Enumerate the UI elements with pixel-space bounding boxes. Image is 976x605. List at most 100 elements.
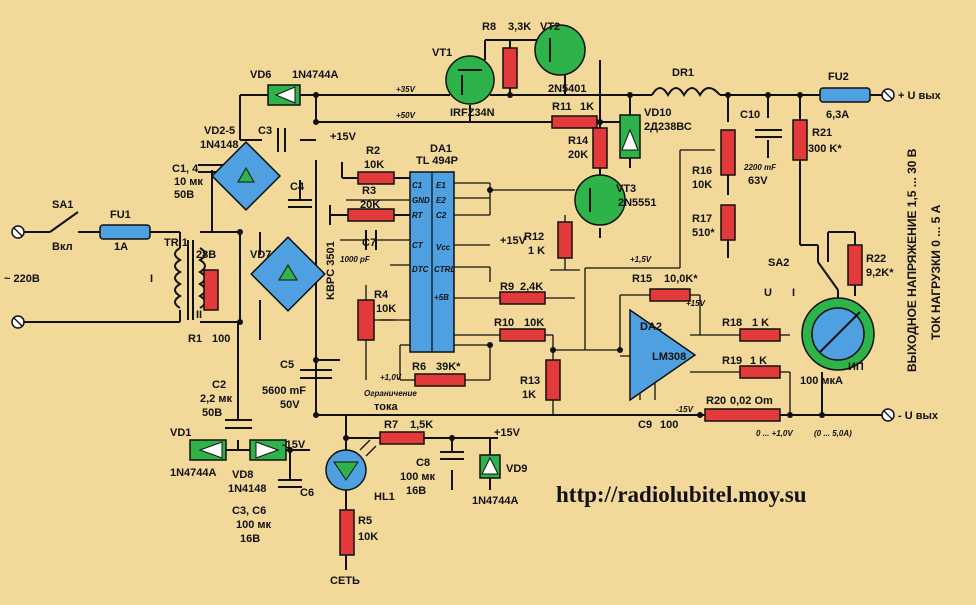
r8 bbox=[502, 47, 518, 89]
label-r3-val: 20K bbox=[360, 199, 380, 211]
pin-5v: +5В bbox=[434, 293, 449, 302]
label-sa1: SA1 bbox=[52, 199, 73, 211]
label-r9-val: 2,4K bbox=[520, 281, 543, 293]
r1 bbox=[203, 269, 219, 311]
label-p15v-b: +15V bbox=[330, 131, 357, 143]
label-c2-val1: 2,2 мк bbox=[200, 393, 232, 405]
label-28v: 28В bbox=[196, 249, 216, 261]
label-vd7: VD7 bbox=[250, 249, 271, 261]
label-vd25: VD2-5 bbox=[204, 125, 235, 137]
r12 bbox=[557, 221, 573, 259]
pin-e2: E2 bbox=[436, 196, 446, 205]
pin-vcc: Vcc bbox=[436, 243, 451, 252]
label-dr1: DR1 bbox=[672, 67, 694, 79]
label-c10: C10 bbox=[740, 109, 760, 121]
label-hl1: HL1 bbox=[374, 491, 395, 503]
label-r16-val: 10K bbox=[692, 179, 712, 191]
label-c36-val2: 16В bbox=[240, 533, 260, 545]
label-da2-val: LM308 bbox=[652, 351, 686, 363]
label-c6: C6 bbox=[300, 487, 314, 499]
label-vd9: VD9 bbox=[506, 463, 527, 475]
label-vd1: VD1 bbox=[170, 427, 191, 439]
label-range1: 0 ... +1,0V bbox=[756, 429, 793, 438]
label-ip-val: 100 мкА bbox=[800, 375, 843, 387]
label-vt1: VT1 bbox=[432, 47, 452, 59]
label-r15: R15 bbox=[632, 273, 652, 285]
label-r22: R22 bbox=[866, 253, 886, 265]
label-c14: C1, 4 bbox=[172, 163, 199, 175]
r14 bbox=[592, 127, 608, 169]
pin-dtc: DTC bbox=[412, 265, 429, 274]
label-c36: C3, C6 bbox=[232, 505, 266, 517]
meter-ip bbox=[801, 297, 875, 371]
label-r5-val: 10K bbox=[358, 531, 378, 543]
pin-gnd: GND bbox=[412, 196, 430, 205]
ic-da2 bbox=[629, 308, 697, 402]
label-set: СЕТЬ bbox=[330, 575, 360, 587]
r18 bbox=[739, 328, 781, 342]
r7 bbox=[379, 431, 425, 445]
label-da1: DA1 bbox=[430, 143, 452, 155]
bridge-vd2-5 bbox=[210, 140, 282, 212]
bridge-vd7 bbox=[250, 236, 326, 312]
label-r4: R4 bbox=[374, 289, 389, 301]
label-r13-val: 1K bbox=[522, 389, 536, 401]
label-sa2-u: U bbox=[764, 287, 772, 299]
label-kbpc: KBPC 3501 bbox=[325, 241, 337, 300]
label-c7-val: 1000 pF bbox=[340, 255, 371, 264]
label-r17-val: 510* bbox=[692, 227, 715, 239]
label-r9: R9 bbox=[500, 281, 514, 293]
label-r6-val: 39K* bbox=[436, 361, 461, 373]
label-r19: R19 bbox=[722, 355, 742, 367]
pin-ct: CT bbox=[412, 241, 424, 250]
r22 bbox=[847, 244, 863, 286]
pin-ctrl: CTRL bbox=[434, 265, 455, 274]
label-tr-ii: II bbox=[196, 309, 202, 321]
label-r13: R13 bbox=[520, 375, 540, 387]
labels: SA1 Вкл FU1 1A TR 1 ~ 220В 28В I II R1 1… bbox=[4, 21, 943, 587]
label-m15v-b: -15V bbox=[676, 405, 694, 414]
fuse-fu2 bbox=[819, 87, 871, 103]
label-r1: R1 bbox=[188, 333, 202, 345]
pin-rt: RT bbox=[412, 211, 424, 220]
label-side2: ТОК НАГРУЗКИ 0 ... 5 А bbox=[929, 204, 943, 340]
vt3 bbox=[574, 174, 626, 226]
diodes bbox=[189, 84, 641, 479]
r17 bbox=[720, 204, 736, 241]
label-vd6-val: 1N4744A bbox=[292, 69, 339, 81]
label-vd1-val: 1N4744A bbox=[170, 467, 217, 479]
label-c3: C3 bbox=[258, 125, 272, 137]
label-c7: C7 bbox=[362, 237, 376, 249]
label-da2: DA2 bbox=[640, 321, 662, 333]
label-c14-val2: 50В bbox=[174, 189, 194, 201]
label-r11-val: 1K bbox=[580, 101, 594, 113]
label-p15v-e: +15V bbox=[686, 299, 706, 308]
label-c5-val1: 5600 mF bbox=[262, 385, 306, 397]
r13 bbox=[545, 359, 561, 401]
r5 bbox=[339, 509, 355, 556]
label-p10v: +1,0V bbox=[380, 373, 402, 382]
led-hl1 bbox=[325, 439, 377, 491]
label-r15-val: 10,0K* bbox=[664, 273, 698, 285]
label-p35v: +35V bbox=[396, 85, 416, 94]
pin-e1: E1 bbox=[436, 181, 446, 190]
label-c2-val2: 50В bbox=[202, 407, 222, 419]
label-range2: (0 ... 5,0A) bbox=[814, 429, 852, 438]
pin-c1: C1 bbox=[412, 181, 423, 190]
label-r11: R11 bbox=[552, 101, 572, 113]
label-c8: C8 bbox=[416, 457, 430, 469]
label-r17: R17 bbox=[692, 213, 712, 225]
label-c8-val2: 16В bbox=[406, 485, 426, 497]
label-r14: R14 bbox=[568, 135, 589, 147]
label-r21-val: 300 K* bbox=[808, 143, 842, 155]
label-vd8: VD8 bbox=[232, 469, 253, 481]
label-vd10-val: 2Д238ВС bbox=[644, 121, 692, 133]
transistors bbox=[445, 24, 626, 226]
label-c4: C4 bbox=[290, 181, 305, 193]
label-uplus: + U вых bbox=[898, 90, 942, 102]
label-c10-val1: 2200 mF bbox=[743, 163, 777, 172]
label-r3: R3 bbox=[362, 185, 376, 197]
label-r20: R20 bbox=[706, 395, 726, 407]
